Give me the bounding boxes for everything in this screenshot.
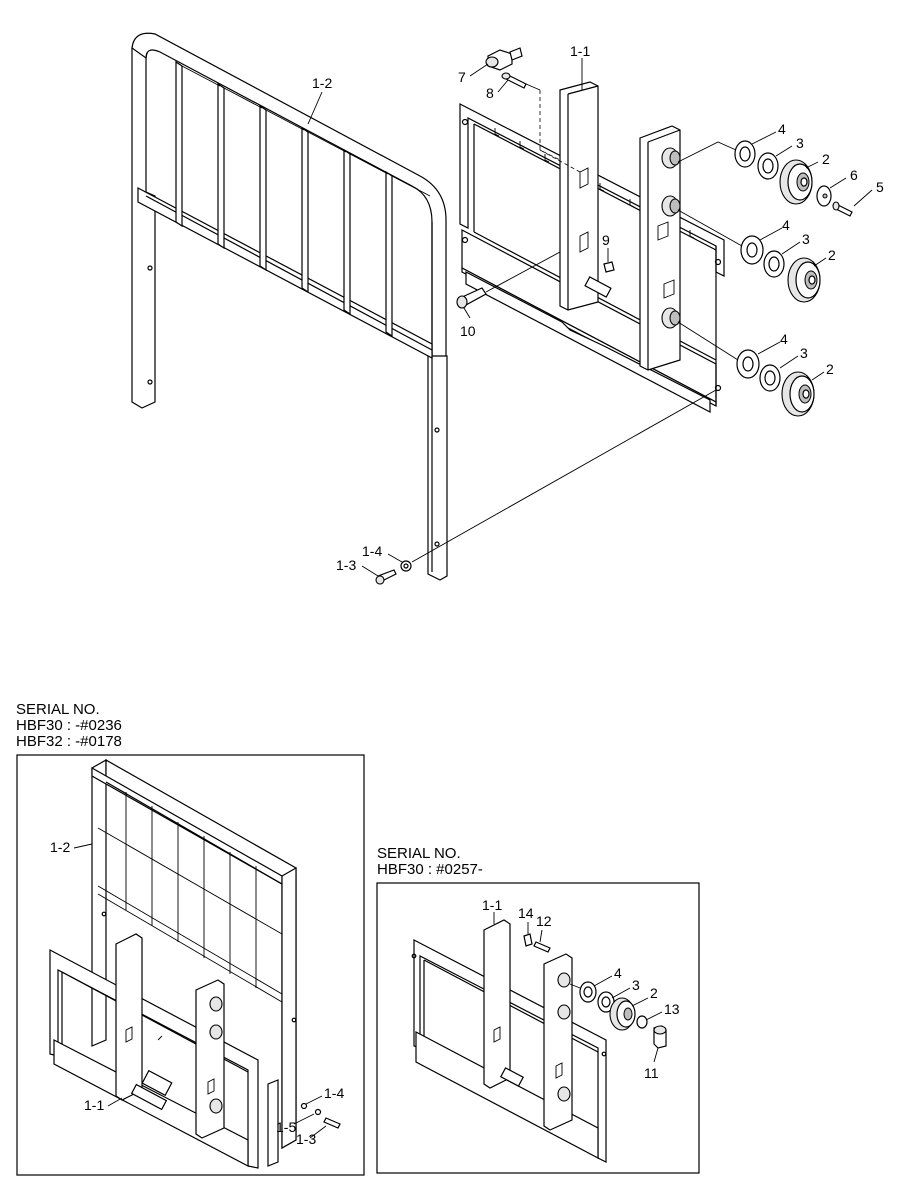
inset-left-callout-1-3: 1-3 <box>296 1131 316 1147</box>
callout-5: 5 <box>876 179 884 195</box>
inset-right-serial-hbf30: HBF30 : #0257- <box>377 861 483 878</box>
callout-3-top: 3 <box>796 135 804 151</box>
callout-8: 8 <box>486 85 494 101</box>
main-callouts: 1-2 1-1 7 8 4 3 2 6 5 9 4 3 2 <box>307 43 884 577</box>
inset-left-serial-title: SERIAL NO. <box>16 701 100 718</box>
inset-right-small-parts <box>523 933 667 1049</box>
inset-right-late-serial: SERIAL NO. HBF30 : #0257- <box>376 845 700 1174</box>
row-middle-parts <box>677 209 821 303</box>
inset-left-carriage <box>49 933 279 1169</box>
inset-right-callout-14: 14 <box>518 905 534 921</box>
inset-right-callout-4: 4 <box>614 965 622 981</box>
inset-left-serial-hbf30: HBF30 : -#0236 <box>16 717 122 734</box>
callout-4-middle: 4 <box>782 217 790 233</box>
part-7-bolt <box>485 47 523 71</box>
callout-4-bottom: 4 <box>780 331 788 347</box>
part-10-bolt <box>456 251 561 309</box>
inset-right-callout-11: 11 <box>644 1065 659 1081</box>
callout-3-bottom: 3 <box>800 345 808 361</box>
callout-2-bottom: 2 <box>826 361 834 377</box>
main-exploded-view: 1-2 1-1 7 8 4 3 2 6 5 9 4 3 2 <box>131 32 884 585</box>
callout-6: 6 <box>850 167 858 183</box>
inset-left-backrest <box>91 758 297 1150</box>
inset-right-callout-2: 2 <box>650 985 658 1001</box>
inset-left-callout-1-5: 1-5 <box>276 1119 296 1135</box>
roller-stub-bottom <box>661 307 681 329</box>
inset-right-callout-1-1: 1-1 <box>482 897 502 913</box>
part-9-nut <box>603 261 615 273</box>
callout-1-3: 1-3 <box>336 557 356 573</box>
inset-left-callout-1-4: 1-4 <box>324 1085 344 1101</box>
callout-1-4: 1-4 <box>362 543 382 559</box>
inset-right-callout-13: 13 <box>664 1001 680 1017</box>
inset-left-callout-1-1: 1-1 <box>84 1097 104 1113</box>
callout-1-2: 1-2 <box>312 75 332 91</box>
inset-right-callout-3: 3 <box>632 977 640 993</box>
inset-left-early-serial: SERIAL NO. HBF30 : -#0236 HBF32 : -#0178 <box>16 701 365 1176</box>
callout-2-middle: 2 <box>828 247 836 263</box>
carriage-part-1-1 <box>459 81 725 413</box>
callout-1-1: 1-1 <box>570 43 590 59</box>
callout-3-middle: 3 <box>802 231 810 247</box>
inset-left-frame <box>16 754 365 1176</box>
row-top-parts <box>677 140 853 217</box>
inset-left-callout-1-2: 1-2 <box>50 839 70 855</box>
roller-stub-top <box>661 147 681 169</box>
callout-7: 7 <box>458 69 466 85</box>
inset-right-callout-12: 12 <box>536 913 552 929</box>
callout-9: 9 <box>602 232 610 248</box>
inset-right-carriage <box>411 919 607 1163</box>
load-backrest-part-1-2 <box>131 32 448 581</box>
callout-4-top: 4 <box>778 121 786 137</box>
callout-10: 10 <box>460 323 476 339</box>
inset-left-bolt-set <box>300 1102 341 1129</box>
roller-stub-middle <box>661 195 681 217</box>
part-1-3-bolt <box>375 569 397 585</box>
part-8-pin <box>501 72 527 89</box>
inset-left-serial-hbf32: HBF32 : -#0178 <box>16 733 122 750</box>
callout-2-top: 2 <box>822 151 830 167</box>
part-1-4-washer <box>400 389 717 572</box>
row-bottom-parts <box>677 321 815 417</box>
inset-right-serial-title: SERIAL NO. <box>377 845 461 862</box>
inset-right-frame <box>376 882 700 1174</box>
